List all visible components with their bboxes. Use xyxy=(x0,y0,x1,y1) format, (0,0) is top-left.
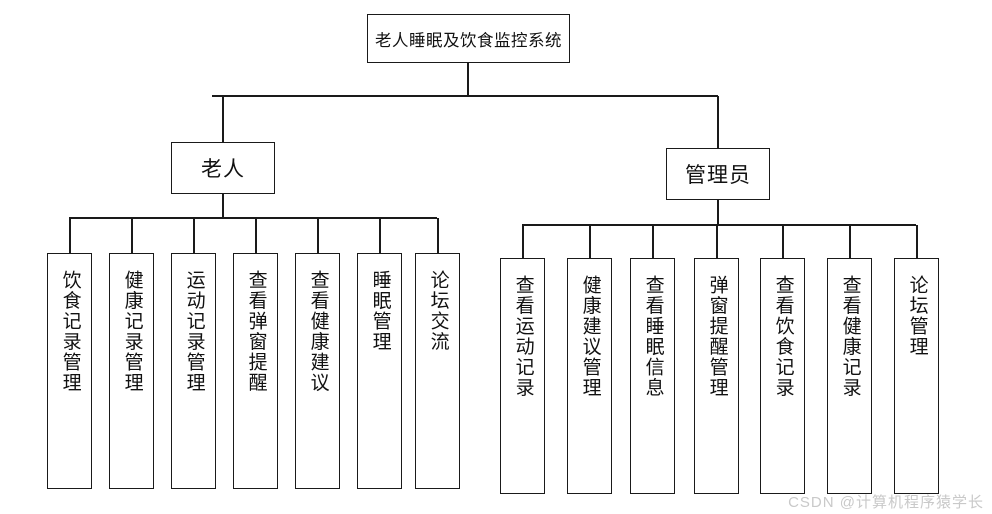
leaf-node-1-6-label: 论坛管理 xyxy=(906,275,928,357)
leaf-node-1-4[interactable]: 查看饮食记录 xyxy=(760,258,805,494)
leaf-node-0-3-label: 查看弹窗提醒 xyxy=(245,270,267,393)
branch-elderly-uplink xyxy=(222,96,224,142)
branch-node-administrator-label: 管理员 xyxy=(685,163,751,187)
branch-administrator-downlink xyxy=(717,200,719,225)
leaf-node-0-1-label: 健康记录管理 xyxy=(121,270,143,393)
leaf-node-1-0[interactable]: 查看运动记录 xyxy=(500,258,545,494)
leaf-droplink-1-0 xyxy=(521,225,524,258)
leaf-droplink-0-3 xyxy=(254,218,257,253)
leaf-node-0-5-label: 睡眠管理 xyxy=(369,270,391,352)
leaf-droplink-0-6 xyxy=(436,218,439,253)
leaf-node-1-3[interactable]: 弹窗提醒管理 xyxy=(694,258,739,494)
branch-node-elderly[interactable]: 老人 xyxy=(171,142,275,194)
leaf-node-1-6[interactable]: 论坛管理 xyxy=(894,258,939,494)
leaf-droplink-0-2 xyxy=(192,218,195,253)
root-stem-line xyxy=(467,63,469,96)
leaf-node-1-1-label: 健康建议管理 xyxy=(579,275,601,398)
branch-administrator-leaf-bus xyxy=(522,224,916,226)
leaf-droplink-1-2 xyxy=(651,225,654,258)
branch-node-administrator[interactable]: 管理员 xyxy=(666,148,770,200)
leaf-node-1-5[interactable]: 查看健康记录 xyxy=(827,258,872,494)
leaf-droplink-1-4 xyxy=(781,225,784,258)
leaf-node-0-2-label: 运动记录管理 xyxy=(183,270,205,393)
branch-elderly-leaf-bus xyxy=(69,217,437,219)
leaf-node-0-6[interactable]: 论坛交流 xyxy=(415,253,460,489)
watermark: CSDN @计算机程序猿学长 xyxy=(788,494,984,511)
leaf-node-1-2[interactable]: 查看睡眠信息 xyxy=(630,258,675,494)
leaf-droplink-0-0 xyxy=(68,218,71,253)
branch-node-elderly-label: 老人 xyxy=(201,157,245,181)
leaf-node-0-5[interactable]: 睡眠管理 xyxy=(357,253,402,489)
root-node[interactable]: 老人睡眠及饮食监控系统 xyxy=(367,14,570,63)
leaf-node-0-6-label: 论坛交流 xyxy=(427,270,449,352)
leaf-droplink-0-5 xyxy=(378,218,381,253)
leaf-node-1-1[interactable]: 健康建议管理 xyxy=(567,258,612,494)
leaf-node-0-3[interactable]: 查看弹窗提醒 xyxy=(233,253,278,489)
leaf-node-0-1[interactable]: 健康记录管理 xyxy=(109,253,154,489)
branch-elderly-downlink xyxy=(222,194,224,218)
leaf-node-0-0-label: 饮食记录管理 xyxy=(59,270,81,393)
leaf-node-0-4-label: 查看健康建议 xyxy=(307,270,329,393)
leaf-node-1-5-label: 查看健康记录 xyxy=(839,275,861,398)
leaf-node-1-3-label: 弹窗提醒管理 xyxy=(706,275,728,398)
branch-administrator-uplink xyxy=(717,96,719,148)
leaf-node-1-4-label: 查看饮食记录 xyxy=(772,275,794,398)
leaf-droplink-0-1 xyxy=(130,218,133,253)
leaf-droplink-1-1 xyxy=(588,225,591,258)
leaf-node-0-0[interactable]: 饮食记录管理 xyxy=(47,253,92,489)
leaf-node-0-4[interactable]: 查看健康建议 xyxy=(295,253,340,489)
root-branch-bus xyxy=(212,95,718,97)
leaf-droplink-1-5 xyxy=(848,225,851,258)
leaf-droplink-1-6 xyxy=(915,225,918,258)
leaf-node-1-2-label: 查看睡眠信息 xyxy=(642,275,664,398)
leaf-node-1-0-label: 查看运动记录 xyxy=(512,275,534,398)
leaf-droplink-0-4 xyxy=(316,218,319,253)
root-node-label: 老人睡眠及饮食监控系统 xyxy=(375,30,562,50)
leaf-droplink-1-3 xyxy=(715,225,718,258)
leaf-node-0-2[interactable]: 运动记录管理 xyxy=(171,253,216,489)
